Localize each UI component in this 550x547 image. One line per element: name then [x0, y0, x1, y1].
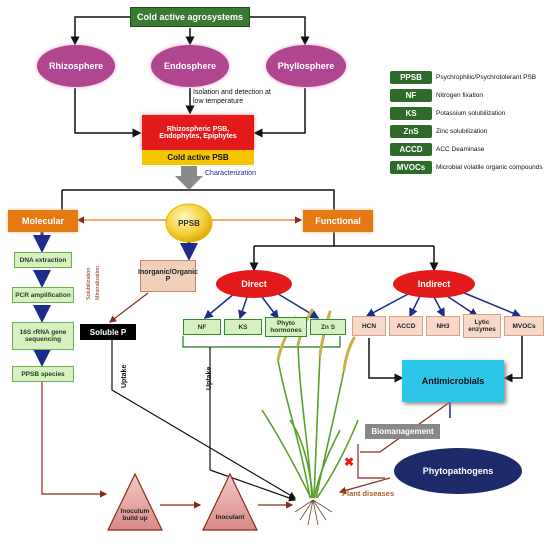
- legend-text-nf: Nitrogen fixation: [436, 92, 483, 99]
- legend-badge-zns: ZnS: [390, 125, 432, 138]
- direct-ellipse: Direct: [216, 270, 292, 298]
- inoculum-label: Inoculum build up: [120, 508, 150, 522]
- legend-text-mvocs: Microbial volatile organic compounds: [436, 164, 543, 171]
- ks-box: KS: [224, 319, 262, 335]
- characterization-arrow: [175, 166, 203, 190]
- legend-badge-mvocs: MVOCs: [390, 161, 432, 174]
- accd-box: ACCD: [389, 316, 423, 336]
- phyto-hormones-box: Phyto hormones: [265, 317, 307, 337]
- rhizosphere-ellipse: Rhizosphere: [37, 45, 115, 87]
- inoculum-triangle: [107, 472, 163, 531]
- 16s-rrna-box: 16S rRNA gene sequencing: [12, 322, 74, 350]
- lytic-enzymes-box: Lytic enzymes: [463, 314, 501, 338]
- cold-agrosystems-box: Cold active agrosystems: [130, 7, 250, 27]
- phyllosphere-ellipse: Phyllosphere: [266, 45, 346, 87]
- mvocs-box: MVOCs: [504, 316, 544, 336]
- legend-text-zns: Zinc solubilization: [436, 128, 488, 135]
- biomanagement-box: Biomanagement: [365, 424, 440, 439]
- mineralization-label: Mineralization: [95, 266, 101, 300]
- nf-box: NF: [183, 319, 221, 335]
- ppsb-species-box: PPSB species: [12, 366, 74, 382]
- legend-badge-nf: NF: [390, 89, 432, 102]
- legend-badge-accd: ACCD: [390, 143, 432, 156]
- plant-diseases-label: Plant diseases: [342, 489, 395, 498]
- legend-badge-ks: KS: [390, 107, 432, 120]
- zns-box: Zn S: [310, 319, 346, 335]
- endosphere-ellipse: Endosphere: [151, 45, 229, 87]
- characterization-label: Characterization: [205, 170, 256, 177]
- rhizospheric-psb-box: Rhizospheric PSB, Endophytes, Epiphytes: [142, 115, 254, 150]
- uptake-label-right: Uptake: [206, 366, 213, 390]
- soluble-p-box: Soluble P: [80, 324, 136, 340]
- solubilization-label: Solubilization: [86, 267, 92, 300]
- legend-text-ppsb: Psychrophilic/Psychrotolerant PSB: [436, 74, 537, 81]
- legend-badge-ppsb: PPSB: [390, 71, 432, 84]
- uptake-label-left: Uptake: [121, 364, 128, 388]
- top-connectors: [61, 16, 335, 210]
- nh3-box: NH3: [426, 316, 460, 336]
- inoculant-label: Inoculant: [215, 514, 245, 521]
- inoculant-triangle: [202, 472, 258, 531]
- functional-box: Functional: [303, 210, 373, 232]
- phytopathogens-ellipse: Phytopathogens: [394, 448, 522, 494]
- cold-active-psb-box: Cold active PSB: [142, 150, 254, 165]
- cross-mark: ✖: [343, 455, 355, 469]
- hcn-box: HCN: [352, 316, 386, 336]
- legend-text-ks: Potassium solubilization: [436, 110, 506, 117]
- dna-extraction-box: DNA extraction: [14, 252, 72, 268]
- antimicrobials-box: Antimicrobials: [402, 360, 504, 402]
- pcr-amplification-box: PCR amplification: [12, 287, 74, 303]
- indirect-ellipse: Indirect: [393, 270, 475, 298]
- ppsb-label: PPSB: [178, 218, 200, 228]
- isolation-label: Isolation and detection at low temperatu…: [193, 89, 271, 105]
- legend-text-accd: ACC Deaminase: [436, 146, 485, 153]
- ppsb-sphere: [165, 203, 213, 243]
- molecular-box: Molecular: [8, 210, 78, 232]
- inorganic-organic-p-box: Inorganic/Organic P: [138, 260, 198, 292]
